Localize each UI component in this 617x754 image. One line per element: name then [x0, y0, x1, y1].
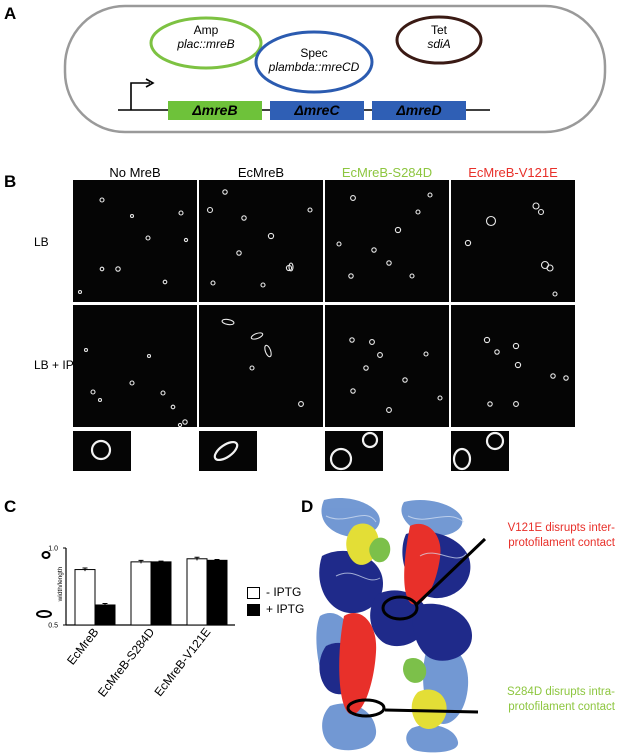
column-header-no-mreb: No MreB [109, 165, 161, 180]
micrograph-lb-ecmreb [199, 180, 323, 302]
micrograph-lb-no-mreb [73, 180, 197, 302]
legend-item-minus-iptg: - IPTG [247, 584, 304, 601]
y-tick-label: 1.0 [48, 546, 58, 553]
bar-ecmreb-minus-iptg [74, 569, 96, 626]
plasmid-amp [149, 16, 263, 70]
micrograph-iptg-no-mreb [73, 305, 197, 427]
plasmid-amp-title: Amp [193, 23, 219, 37]
contact-circle-intra [346, 698, 386, 718]
legend-swatch-minus-iptg [247, 586, 260, 599]
panel-b-letter: B [4, 172, 17, 191]
error-bar-ecmreb-minus-iptg [82, 567, 88, 572]
gene-mred-box [372, 101, 466, 120]
plasmid-tet-title: Tet [430, 23, 447, 37]
plasmid-tet-gene: sdiA [427, 37, 451, 51]
round-cell-symbol [41, 551, 51, 559]
error-bar-ecmreb-v121e-plus-iptg [214, 559, 220, 562]
chart-legend: - IPTG + IPTG [247, 584, 304, 618]
y-axis-label: width/length [57, 566, 64, 602]
plasmid-spec-gene: plambda::mreCD [268, 60, 360, 74]
annotation-s284d: S284D disrupts intra- protofilament cont… [493, 685, 615, 715]
panel-d-letter: D [301, 497, 314, 516]
plasmid-spec-title: Spec [300, 46, 328, 60]
error-bar-ecmreb-plus-iptg [102, 602, 108, 607]
row-label-lb: LB [34, 235, 49, 249]
error-bar-ecmreb-s284d-minus-iptg [138, 559, 144, 564]
micrograph-inset-v121e [451, 431, 509, 471]
annotation-v121e-line2: protofilament contact [508, 537, 615, 549]
micrograph-cells-overlay [77, 189, 569, 471]
annotation-v121e: V121E disrupts inter- protofilament cont… [493, 521, 615, 551]
annotation-v121e-line1: V121E disrupts inter- [507, 522, 615, 534]
plasmid-tet [395, 15, 483, 65]
cell-outline [63, 4, 607, 134]
gene-mrec-label: ΔmreC [294, 102, 340, 118]
bar-ecmreb-s284d-plus-iptg [150, 561, 172, 626]
x-category-label: EcMreB [64, 625, 101, 667]
micrograph-iptg-v121e [451, 305, 575, 427]
annotation-s284d-line1: S284D disrupts intra- [506, 686, 615, 698]
plasmid-amp-label: Amp plac::mreB [151, 23, 261, 51]
annotation-s284d-line2: protofilament contact [508, 701, 615, 713]
gene-mrec-box [270, 101, 364, 120]
error-bar-ecmreb-s284d-plus-iptg [158, 560, 164, 563]
legend-label-minus-iptg: - IPTG [266, 585, 302, 599]
promoter-arrow [130, 82, 150, 110]
bar-ecmreb-v121e-plus-iptg [206, 559, 228, 626]
gene-mred-label: ΔmreD [396, 102, 442, 118]
bar-chart: 1.0 0.5 width/length EcMreBEcMreB-S284DEc… [36, 546, 235, 700]
micrograph-lb-s284d [325, 180, 449, 302]
column-header-s284d: EcMreB-S284D [341, 165, 433, 180]
panel-a-letter: A [4, 4, 17, 23]
plasmid-spec-label: Spec plambda::mreCD [256, 46, 372, 74]
x-category-label: EcMreB-V121E [151, 625, 213, 699]
bar-ecmreb-plus-iptg [94, 604, 116, 626]
micrograph-inset-no-mreb [73, 431, 131, 471]
panel-c-letter: C [4, 497, 17, 516]
micrograph-iptg-ecmreb [199, 305, 323, 427]
x-category-label: EcMreB-S284D [95, 625, 158, 700]
micrograph-iptg-s284d [325, 305, 449, 427]
panel-a-plasmid-diagram [63, 4, 607, 134]
legend-label-plus-iptg: + IPTG [266, 602, 305, 616]
legend-swatch-plus-iptg [247, 603, 260, 616]
annotation-leader-lines [384, 537, 487, 714]
plasmid-amp-gene: plac::mreB [177, 37, 235, 51]
rod-cell-symbol [36, 610, 52, 618]
gene-mreb-label: ΔmreB [192, 102, 238, 118]
column-header-v121e: EcMreB-V121E [468, 165, 558, 180]
bar-ecmreb-v121e-minus-iptg [186, 558, 208, 626]
error-bar-ecmreb-v121e-minus-iptg [194, 556, 200, 561]
legend-item-plus-iptg: + IPTG [247, 601, 304, 618]
gene-mreb-box [168, 101, 262, 120]
micrograph-lb-v121e [451, 180, 575, 302]
column-header-ecmreb: EcMreB [237, 165, 285, 180]
contact-circle-inter [381, 595, 419, 621]
micrograph-inset-ecmreb [199, 431, 257, 471]
bar-ecmreb-s284d-minus-iptg [130, 561, 152, 626]
y-tick-label: 0.5 [48, 623, 58, 630]
plasmid-tet-label: Tet sdiA [397, 23, 481, 51]
plasmid-spec [254, 30, 374, 94]
